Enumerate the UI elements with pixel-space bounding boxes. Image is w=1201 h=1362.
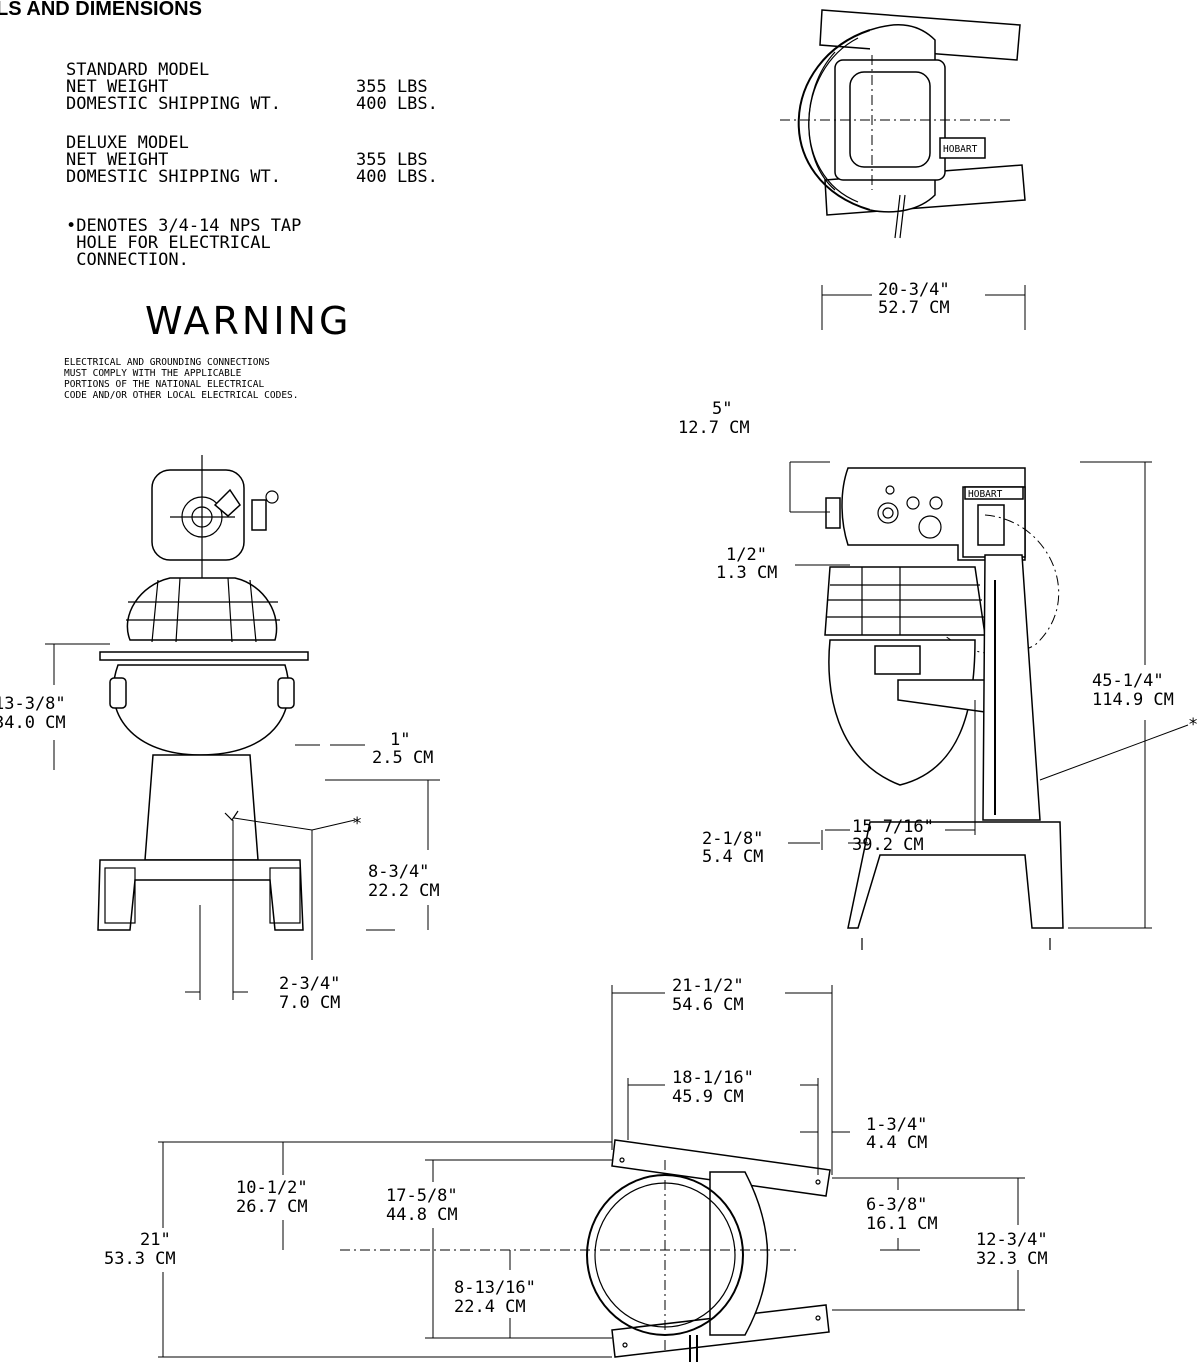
standard-net-weight-label: NET WEIGHT (66, 77, 168, 97)
dim-base-depth-outer-in: 21-1/2" (672, 976, 744, 996)
dim-front-height-cm: 34.0 CM (0, 713, 66, 733)
dim-base-half-cm: 26.7 CM (236, 1197, 308, 1217)
deluxe-shipping-weight-value: 400 LBS. (356, 167, 438, 187)
tap-note-line-2: HOLE FOR ELECTRICAL (66, 233, 271, 253)
standard-net-weight-value: 355 LBS (356, 77, 428, 97)
front-view-drawing: * (97, 455, 362, 931)
dim-front-small-in: 1" (390, 730, 410, 750)
warning-line-3: PORTIONS OF THE NATIONAL ELECTRICAL (64, 379, 264, 390)
dim-front-height-in: 13-3/8" (0, 694, 66, 714)
dim-top-width-cm: 52.7 CM (878, 298, 950, 318)
dim-bowl-reach-cm: 39.2 CM (852, 835, 924, 855)
tap-note-line-1: •DENOTES 3/4-14 NPS TAP (66, 216, 301, 236)
warning-line-4: CODE AND/OR OTHER LOCAL ELECTRICAL CODES… (64, 390, 299, 401)
dim-base-width-in: 21" (140, 1230, 171, 1250)
dim-tap-height-in: 8-3/4" (368, 862, 429, 882)
deluxe-model-label: DELUXE MODEL (66, 133, 189, 153)
side-tap-marker: * (1188, 715, 1198, 735)
deluxe-shipping-weight-label: DOMESTIC SHIPPING WT. (66, 167, 281, 187)
side-view-drawing: HOBART (824, 467, 1064, 950)
dim-tap-height-cm: 22.2 CM (368, 881, 440, 901)
dim-top-width-in: 20-3/4" (878, 280, 950, 300)
dim-head-offset-cm: 12.7 CM (678, 418, 750, 438)
dimension-labels: 20-3/4" 52.7 CM 5" 12.7 CM 1/2" 1.3 CM 4… (0, 280, 1174, 1317)
dim-overall-height-in: 45-1/4" (1092, 671, 1164, 691)
deluxe-net-weight-label: NET WEIGHT (66, 150, 168, 170)
standard-shipping-weight-value: 400 LBS. (356, 94, 438, 114)
warning-block: WARNING ELECTRICAL AND GROUNDING CONNECT… (64, 299, 351, 401)
dim-head-offset-in: 5" (712, 399, 732, 419)
spec-block: STANDARD MODEL NET WEIGHT 355 LBS DOMEST… (66, 60, 438, 270)
top-view-drawing: HOBART (780, 9, 1026, 239)
dim-foot-span-in: 12-3/4" (976, 1230, 1048, 1250)
tap-note-line-3: CONNECTION. (66, 250, 189, 270)
dim-base-depth-inner-in: 18-1/16" (672, 1068, 754, 1088)
dim-base-offset-in: 2-1/8" (702, 829, 763, 849)
section-title: LS AND DIMENSIONS (0, 0, 202, 20)
standard-shipping-weight-label: DOMESTIC SHIPPING WT. (66, 94, 281, 114)
dimension-lines: * (45, 285, 1198, 1358)
dim-base-width-cm: 53.3 CM (104, 1249, 176, 1269)
dim-tap-offset-in: 2-3/4" (279, 974, 340, 994)
dim-foot-span-cm: 32.3 CM (976, 1249, 1048, 1269)
base-plan-drawing (340, 1139, 831, 1362)
dim-guard-gap-cm: 1.3 CM (716, 563, 777, 583)
dim-foot-offset-cm: 16.1 CM (866, 1214, 938, 1234)
dim-base-depth-outer-cm: 54.6 CM (672, 995, 744, 1015)
dim-base-offset-cm: 5.4 CM (702, 847, 763, 867)
top-view-brand-label: HOBART (943, 144, 978, 155)
standard-model-label: STANDARD MODEL (66, 60, 209, 80)
side-view-brand-label: HOBART (968, 489, 1003, 500)
deluxe-net-weight-value: 355 LBS (356, 150, 428, 170)
dim-front-small-cm: 2.5 CM (372, 748, 433, 768)
warning-line-1: ELECTRICAL AND GROUNDING CONNECTIONS (64, 357, 270, 368)
dim-bowl-reach-in: 15 7/16" (852, 817, 934, 837)
dim-foot-center-in: 8-13/16" (454, 1278, 536, 1298)
front-tap-marker: * (352, 814, 362, 834)
dim-overall-height-cm: 114.9 CM (1092, 690, 1174, 710)
dim-guard-gap-in: 1/2" (726, 545, 767, 565)
dim-base-lip-in: 1-3/4" (866, 1115, 927, 1135)
dim-base-lip-cm: 4.4 CM (866, 1133, 927, 1153)
dim-bowl-span-cm: 44.8 CM (386, 1205, 458, 1225)
dim-bowl-span-in: 17-5/8" (386, 1186, 458, 1206)
dim-base-half-in: 10-1/2" (236, 1178, 308, 1198)
dim-tap-offset-cm: 7.0 CM (279, 993, 340, 1013)
dim-foot-center-cm: 22.4 CM (454, 1297, 526, 1317)
warning-title: WARNING (145, 299, 351, 343)
dim-base-depth-inner-cm: 45.9 CM (672, 1087, 744, 1107)
dim-foot-offset-in: 6-3/8" (866, 1195, 927, 1215)
warning-line-2: MUST COMPLY WITH THE APPLICABLE (64, 368, 242, 379)
